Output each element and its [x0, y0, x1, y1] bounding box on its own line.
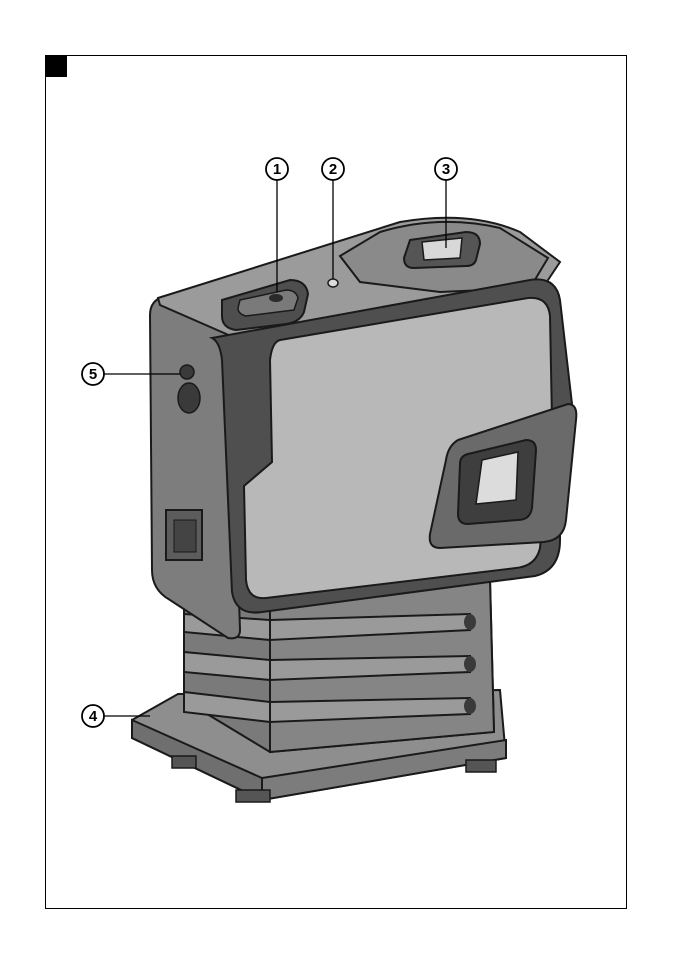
callout-label: 1 — [273, 161, 281, 178]
indicator-led — [328, 279, 338, 287]
base-stand — [132, 580, 506, 802]
callout-label: 2 — [329, 161, 337, 178]
callout-label: 5 — [89, 366, 97, 383]
callout-label: 3 — [442, 161, 450, 178]
callout-label: 4 — [89, 708, 98, 725]
device-body — [150, 218, 576, 639]
